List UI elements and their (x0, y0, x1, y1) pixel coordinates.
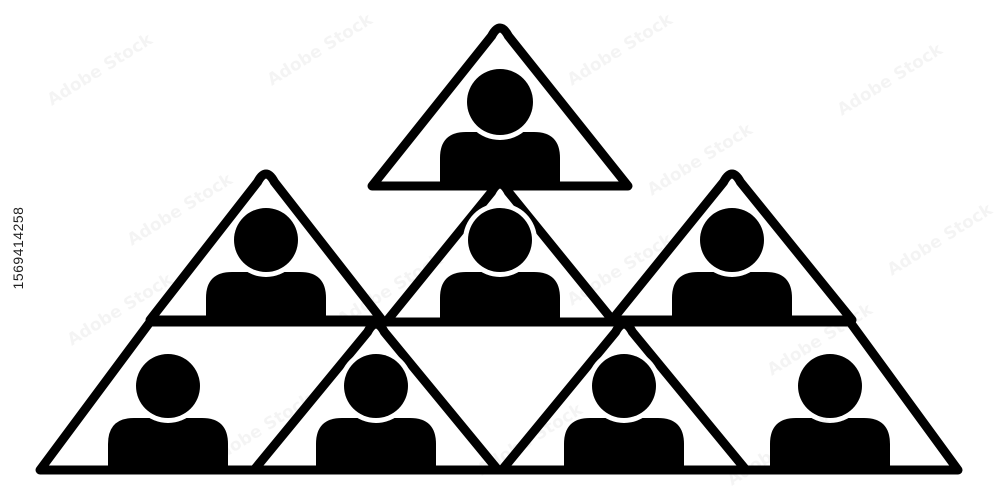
person-torso (440, 272, 560, 320)
person-torso (564, 418, 684, 466)
person-head (234, 208, 298, 272)
person-icon-bottom-4 (770, 349, 890, 466)
person-icon-middle-left (206, 203, 326, 318)
person-icon-middle-right (672, 203, 792, 318)
person-head (467, 69, 533, 135)
person-head (136, 354, 200, 418)
person-head (700, 208, 764, 272)
person-head (798, 354, 862, 418)
person-head (468, 208, 532, 272)
person-torso (316, 418, 436, 466)
stock-image-id: 1569414258 (10, 206, 26, 290)
person-head (344, 354, 408, 418)
person-icon-bottom-2 (316, 349, 436, 466)
person-torso (108, 418, 228, 466)
person-torso (672, 272, 792, 318)
person-torso (440, 132, 560, 184)
person-icons-group (108, 64, 890, 466)
person-icon-top (440, 64, 560, 184)
person-torso (206, 272, 326, 318)
person-torso (770, 418, 890, 466)
person-head (592, 354, 656, 418)
person-icon-middle-center (440, 203, 560, 320)
person-icon-bottom-3 (564, 349, 684, 466)
person-icon-bottom-1 (108, 349, 228, 466)
